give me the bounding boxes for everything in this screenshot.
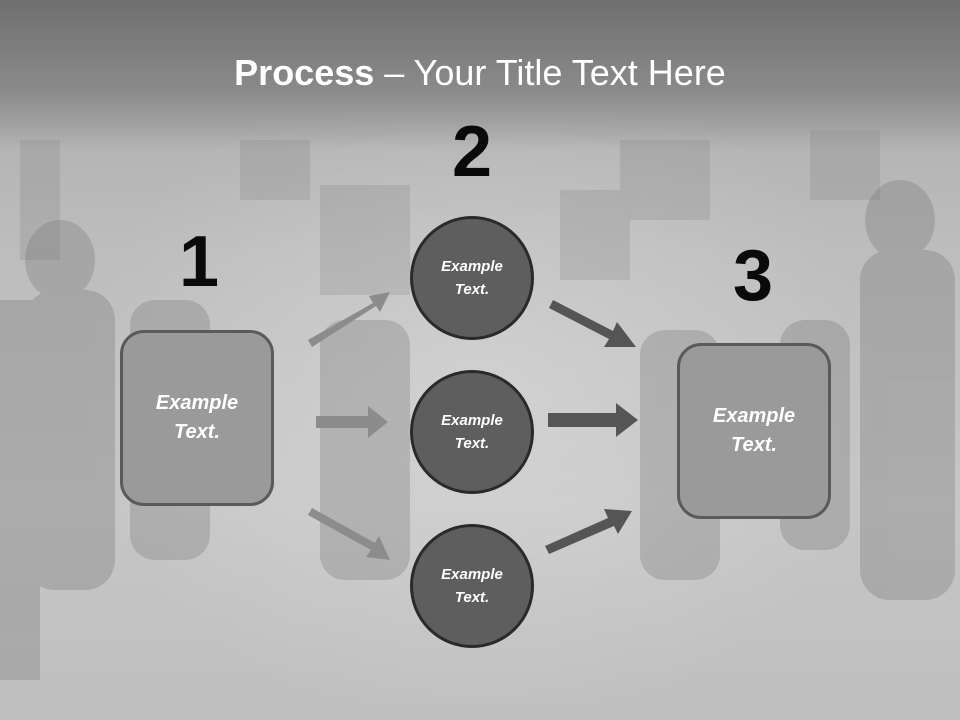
arrow-from-circle-1: [549, 300, 636, 347]
right-step-box: Example Text.: [677, 343, 831, 519]
right-box-label: Example Text.: [712, 405, 796, 456]
arrow-to-circle-2: [316, 406, 388, 438]
arrow-from-circle-3: [545, 509, 632, 554]
title-rest: – Your Title Text Here: [374, 52, 726, 93]
title-bold: Process: [234, 52, 375, 93]
title-bar: Process – Your Title Text Here: [0, 0, 960, 150]
step-number-1: 1: [178, 222, 220, 302]
arrow-to-circle-1: [308, 292, 390, 347]
left-step-box: Example Text.: [120, 330, 274, 506]
step-number-3: 3: [732, 236, 774, 316]
circle-node-3: Example Text.: [410, 524, 534, 648]
left-box-label: Example Text.: [155, 392, 239, 443]
circle-1-label: Example Text.: [441, 258, 503, 298]
slide-title: Process – Your Title Text Here: [0, 52, 960, 94]
circle-node-2: Example Text.: [410, 370, 534, 494]
step-number-2: 2: [451, 112, 493, 192]
arrow-to-circle-3: [308, 508, 390, 560]
circle-3-label: Example Text.: [441, 566, 503, 606]
circle-node-1: Example Text.: [410, 216, 534, 340]
arrow-from-circle-2: [548, 403, 638, 437]
circle-2-label: Example Text.: [441, 412, 503, 452]
